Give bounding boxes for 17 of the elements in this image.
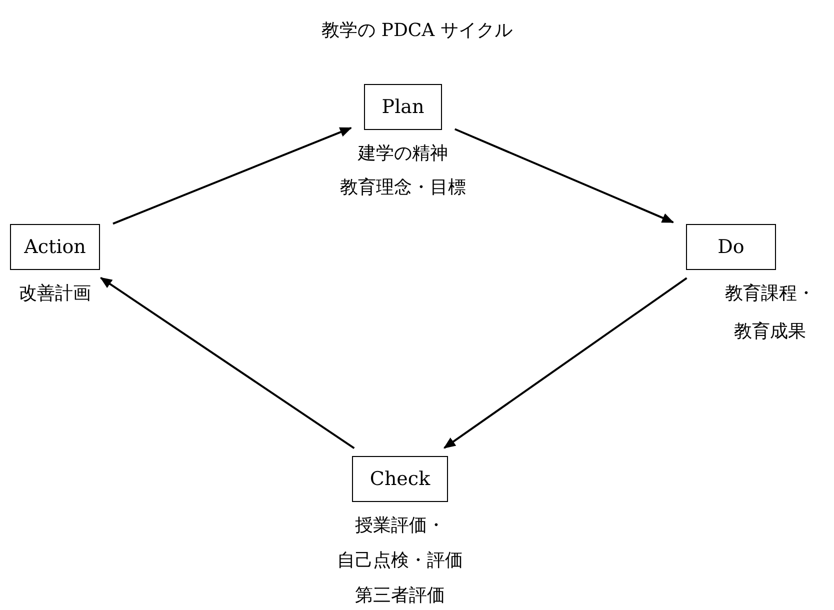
stage-box: Plan [364,84,442,130]
arrow [100,276,355,450]
stage-caption: 教育理念・目標 [340,176,466,199]
stage-caption: 自己点検・評価 [337,549,463,572]
stage-caption: 教育成果 [734,320,806,343]
diagram-title: 教学の PDCA サイクル [322,19,512,42]
arrow [454,128,674,224]
stage-box: Check [352,456,448,502]
stage-box: Action [10,224,100,270]
arrow [112,126,352,225]
stage-caption: 建学の精神 [358,142,448,165]
stage-caption: 教育課程・ [725,282,815,305]
stage-caption: 第三者評価 [355,584,445,607]
stage-box: Do [686,224,776,270]
stage-caption: 改善計画 [19,282,91,305]
arrow [443,277,688,449]
stage-caption: 授業評価・ [355,514,445,537]
